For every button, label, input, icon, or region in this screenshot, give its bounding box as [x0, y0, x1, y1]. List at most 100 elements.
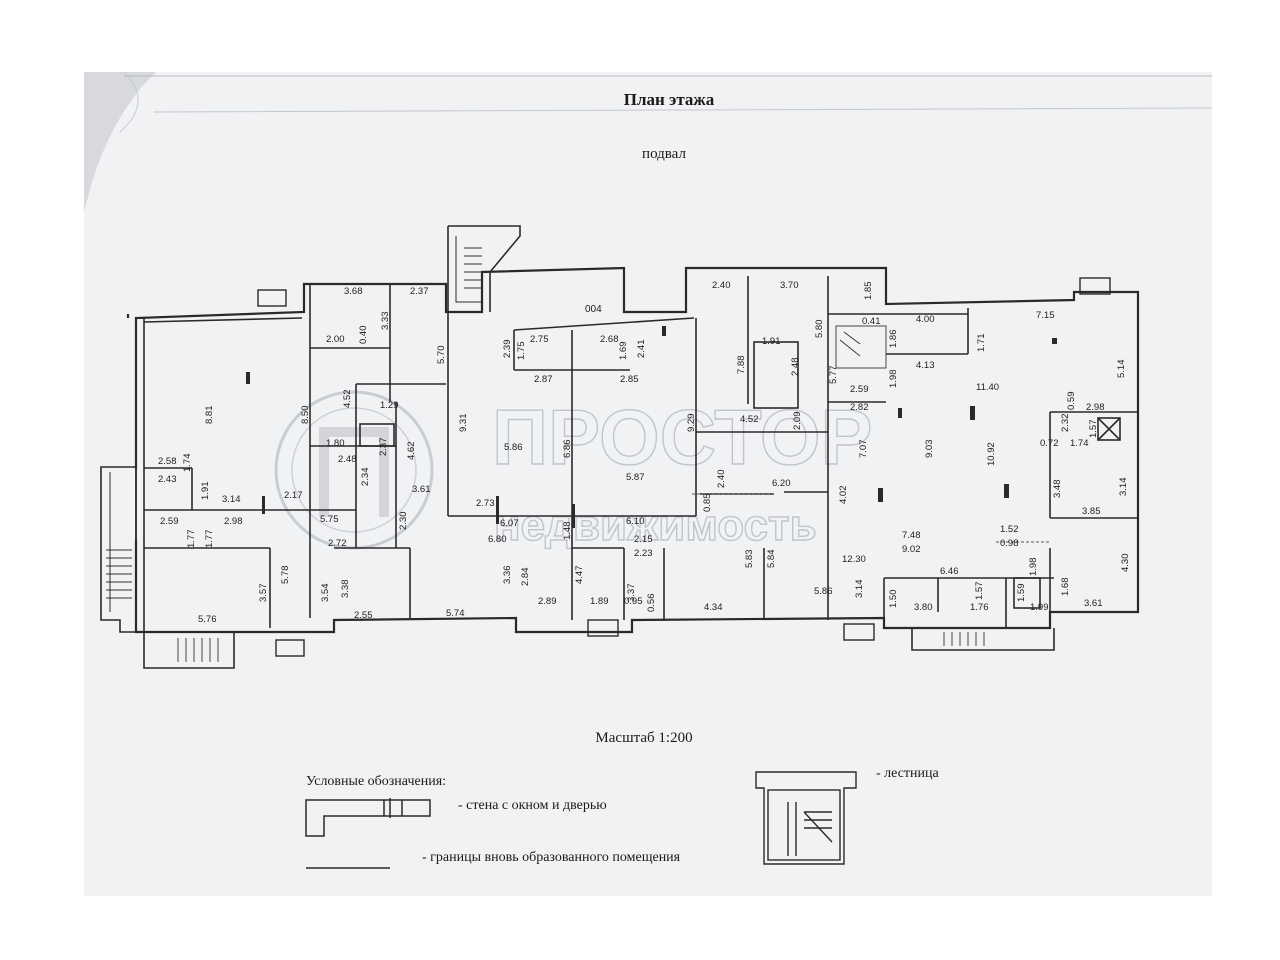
- dimension-label: 6.80: [488, 534, 507, 545]
- dimension-label: 2.48: [790, 358, 801, 377]
- dimension-label: 5.14: [1116, 360, 1127, 379]
- dimension-label: 3.14: [854, 580, 865, 599]
- dimension-label: 0.85: [702, 494, 713, 513]
- dimension-label: 3.68: [344, 286, 363, 297]
- dimension-label: 9.03: [924, 440, 935, 459]
- dimension-label: 4.52: [740, 414, 759, 425]
- dimension-label: 7.07: [858, 440, 869, 459]
- dimension-label: 1.48: [562, 522, 573, 541]
- dimension-label: 0.59: [1066, 392, 1077, 411]
- dimension-label: 9.29: [686, 414, 697, 433]
- dimension-label: 0.95: [624, 596, 643, 607]
- dimension-label: 6.07: [500, 518, 519, 529]
- dimension-label: 1.86: [888, 330, 899, 349]
- dimension-label: 1.76: [970, 602, 989, 613]
- dimension-label: 2.98: [224, 516, 243, 527]
- watermark-brand: ПРОСТОР: [492, 393, 873, 481]
- dimension-label: 1.57: [974, 582, 985, 601]
- dimension-label: 1.91: [762, 336, 781, 347]
- dimension-label: 7.15: [1036, 310, 1055, 321]
- dimension-label: 5.86: [504, 442, 523, 453]
- dimension-labels: 3.68 2.37 2.40 3.70 1.85 2.00 0.40 3.33 …: [158, 280, 1131, 625]
- stair-hatching: [106, 247, 985, 662]
- dimension-label: 1.85: [863, 282, 874, 301]
- dimension-label: 2.34: [360, 468, 371, 487]
- dimension-label: 2.72: [328, 538, 347, 549]
- dimension-label: 2.37: [378, 438, 389, 457]
- dimension-label: 1.80: [326, 438, 345, 449]
- dimension-label: 1.71: [976, 334, 987, 353]
- dimension-label: 5.80: [814, 320, 825, 339]
- dimension-label: 7.48: [902, 530, 921, 541]
- dimension-label: 1.59: [1016, 584, 1027, 603]
- dimension-label: 2.40: [712, 280, 731, 291]
- dimension-label: 3.14: [1118, 478, 1129, 497]
- dimension-label: 3.85: [1082, 506, 1101, 517]
- dimension-label: 2.89: [538, 596, 557, 607]
- columns: [246, 326, 1057, 528]
- dimension-label: 4.30: [1120, 554, 1131, 573]
- new-borders: [692, 493, 1050, 543]
- dimension-label: 5.76: [198, 614, 217, 625]
- dimension-label: 3.37: [626, 584, 637, 603]
- dimension-label: 3.38: [340, 580, 351, 599]
- dimension-label: 2.41: [636, 340, 647, 359]
- dimension-label: 3.48: [1052, 480, 1063, 499]
- dimension-label: 0.72: [1040, 438, 1059, 449]
- dimension-label: 5.75: [320, 514, 339, 525]
- dimension-label: 2.58: [158, 456, 177, 467]
- dimension-label: 2.37: [410, 286, 429, 297]
- dimension-label: 0.56: [646, 594, 657, 613]
- dimension-label: 2.59: [850, 384, 869, 395]
- dimension-label: 6.10: [626, 516, 645, 527]
- dimension-label: 2.48: [338, 454, 357, 465]
- dimension-label: 1.99: [1030, 602, 1049, 613]
- dimension-label: 2.09: [792, 412, 803, 431]
- watermark: ПРОСТОР недвижимость: [274, 390, 873, 551]
- floor-plan: ПРОСТОР недвижимость: [100, 225, 1140, 869]
- dimension-label: 3.36: [502, 566, 513, 585]
- dimension-label: 7.88: [736, 356, 747, 375]
- dimension-label: 2.40: [716, 470, 727, 489]
- dimension-label: 12.30: [842, 554, 866, 565]
- outer-walls: [100, 225, 1140, 669]
- dimension-label: 3.70: [780, 280, 799, 291]
- dimension-label: 5.77: [828, 366, 839, 385]
- dimension-label: 5.84: [766, 550, 777, 569]
- dimension-label: 2.73: [476, 498, 495, 509]
- dimension-label: 3.57: [258, 584, 269, 603]
- document-sheet: План этажа подвал ПРОСТОР недвижимость: [84, 72, 1212, 896]
- dimension-label: 0.41: [862, 316, 881, 327]
- dimension-label: 2.23: [634, 548, 653, 559]
- dimension-label: 2.43: [158, 474, 177, 485]
- legend-stairs-label: - лестница: [876, 766, 939, 781]
- dimension-label: 1.52: [1000, 524, 1019, 535]
- dimension-label: 1.57: [1088, 420, 1099, 439]
- dimension-label: 10.92: [986, 442, 997, 466]
- dimension-label: 2.32: [1060, 414, 1071, 433]
- dimension-label: 4.00: [916, 314, 935, 325]
- watermark-tagline: недвижимость: [494, 501, 817, 550]
- dimension-label: 2.85: [620, 374, 639, 385]
- legend-stair-symbol: [755, 771, 857, 865]
- dimension-label: 2.15: [634, 534, 653, 545]
- dimension-label: 4.47: [574, 566, 585, 585]
- dimension-label: 2.59: [160, 516, 179, 527]
- dimension-label: 5.87: [626, 472, 645, 483]
- legend-heading: Условные обозначения:: [306, 774, 447, 789]
- dimension-label: 3.61: [1084, 598, 1103, 609]
- dimension-label: 4.62: [406, 442, 417, 461]
- dimension-label: 4.02: [838, 486, 849, 505]
- dimension-label: 1.89: [590, 596, 609, 607]
- dimension-label: 1.68: [1060, 578, 1071, 597]
- dimension-label: 9.02: [902, 544, 921, 555]
- dimension-label: 1.69: [618, 342, 629, 361]
- dimension-label: 5.78: [280, 566, 291, 585]
- dimension-label: 1.74: [1070, 438, 1089, 449]
- dimension-label: 3.61: [412, 484, 431, 495]
- dimension-label: 2.17: [284, 490, 303, 501]
- dimension-label: 1.98: [888, 370, 899, 389]
- dimension-label: 4.34: [704, 602, 723, 613]
- dimension-label: 8.50: [300, 406, 311, 425]
- dimension-label: 5.83: [744, 550, 755, 569]
